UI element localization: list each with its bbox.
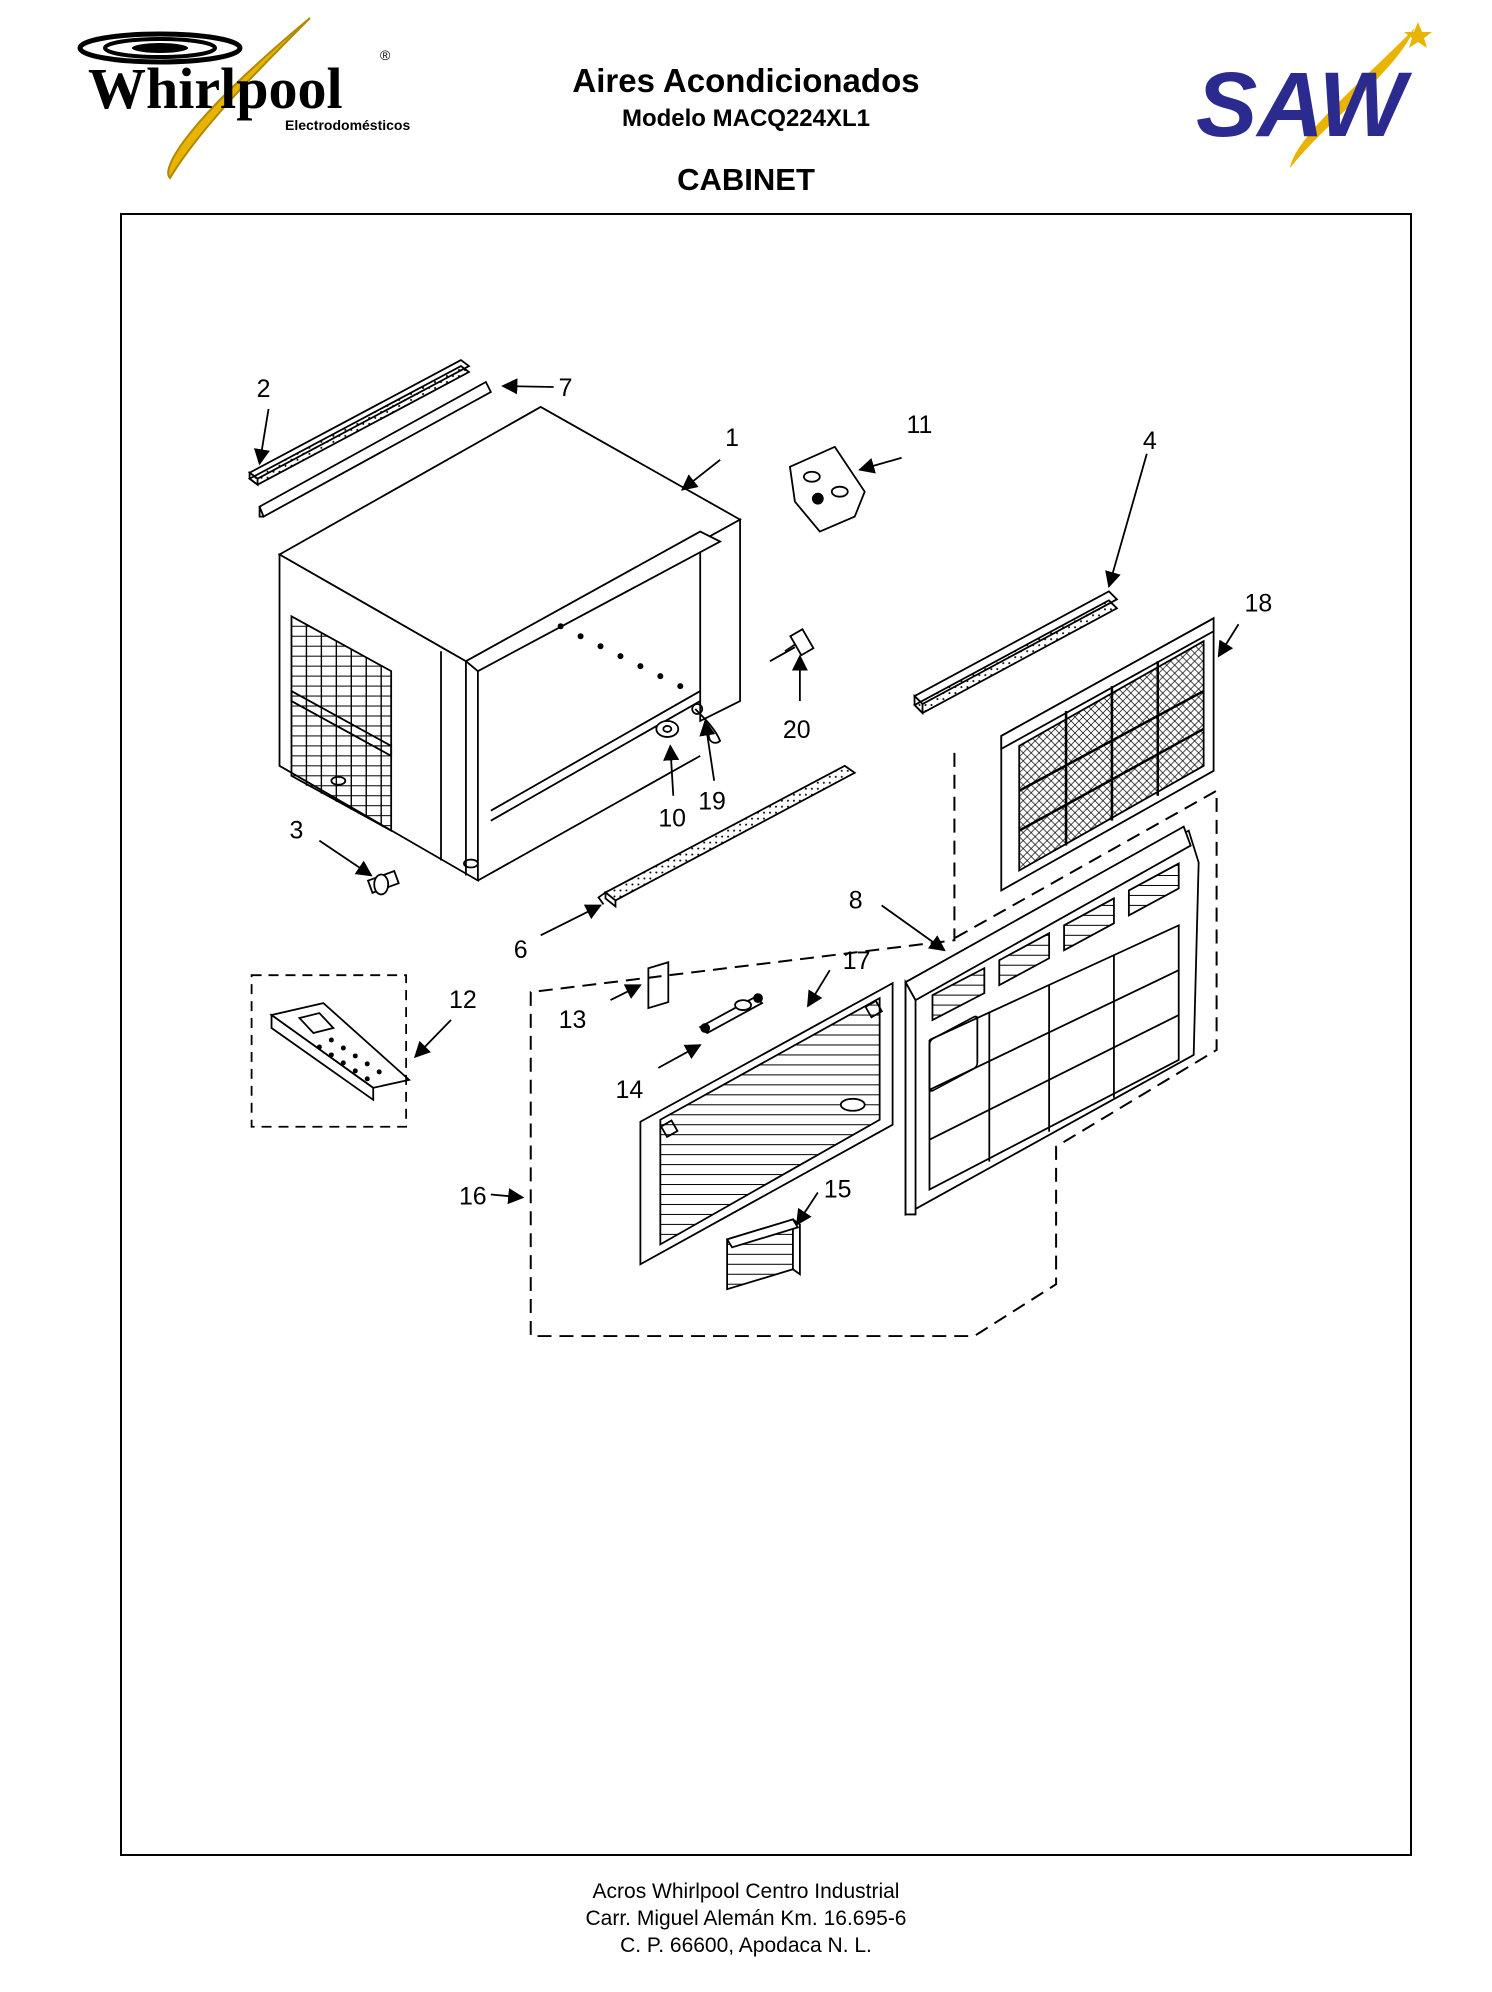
part-3-screw <box>366 869 400 896</box>
part-4-support-bar <box>913 590 1119 716</box>
callout-20: 20 <box>783 716 811 744</box>
callout-15: 15 <box>824 1175 852 1203</box>
saw-brand: SAW <box>1196 54 1413 156</box>
part-15-vent <box>725 1218 801 1291</box>
exploded-parts-diagram: 2 7 1 11 4 18 20 19 10 3 6 8 17 12 13 14… <box>247 359 1273 1338</box>
part-11-bracket <box>788 445 866 533</box>
assembly-17-outline <box>529 752 1218 1338</box>
callout-16: 17 <box>843 947 871 975</box>
part-20-screw <box>769 628 815 662</box>
whirlpool-subtitle: Electrodomésticos <box>285 117 410 133</box>
whirlpool-logo: Whirlpool ® Electrodomésticos <box>77 17 410 180</box>
callout-2: 2 <box>257 375 271 403</box>
callout-18: 18 <box>1245 589 1273 617</box>
callout-10: 10 <box>658 805 686 833</box>
callout-arrows <box>253 378 1240 1226</box>
part-6-bottom-bar <box>597 764 857 909</box>
callout-11: 11 <box>907 411 933 439</box>
footer-line-1: Acros Whirlpool Centro Industrial <box>592 1880 900 1903</box>
callout-13: 13 <box>559 1006 587 1034</box>
part-7-seal-strip <box>258 380 493 518</box>
part-19-clip <box>691 703 722 744</box>
part-2-top-rail <box>247 359 471 487</box>
footer-line-3: C. P. 66600, Apodaca N. L. <box>620 1934 872 1957</box>
star-icon <box>1404 22 1432 48</box>
callout-3: 3 <box>289 817 303 845</box>
callout-14: 14 <box>615 1076 643 1104</box>
part-16-grille <box>639 981 894 1266</box>
part-8-front-panel <box>904 825 1200 1216</box>
page-title: Aires Acondicionados <box>572 62 920 99</box>
callout-7: 7 <box>559 374 573 402</box>
callout-6: 6 <box>514 936 528 964</box>
part-1-cabinet <box>277 405 742 883</box>
callout-4: 4 <box>1143 427 1157 455</box>
section-title: CABINET <box>677 162 815 197</box>
callout-8: 8 <box>849 886 863 914</box>
remote-group-outline <box>250 974 408 1128</box>
callout-12: 12 <box>449 986 477 1014</box>
whirlpool-brand: Whirlpool <box>88 56 343 121</box>
part-13-plate <box>647 961 670 1010</box>
footer-line-2: Carr. Miguel Alemán Km. 16.695-6 <box>585 1907 907 1930</box>
callout-17: 16 <box>459 1182 487 1210</box>
part-12-remote <box>269 1002 412 1102</box>
part-10-nut <box>655 720 680 738</box>
part-14-knob <box>698 993 764 1035</box>
saw-logo: SAW <box>1196 22 1432 168</box>
part-18-filter <box>1000 616 1215 892</box>
callout-19: 19 <box>698 788 726 816</box>
callout-1: 1 <box>725 424 739 452</box>
registered-mark: ® <box>380 47 391 63</box>
model-label: Modelo MACQ224XL1 <box>621 105 871 132</box>
diagram-frame <box>120 213 1412 1856</box>
